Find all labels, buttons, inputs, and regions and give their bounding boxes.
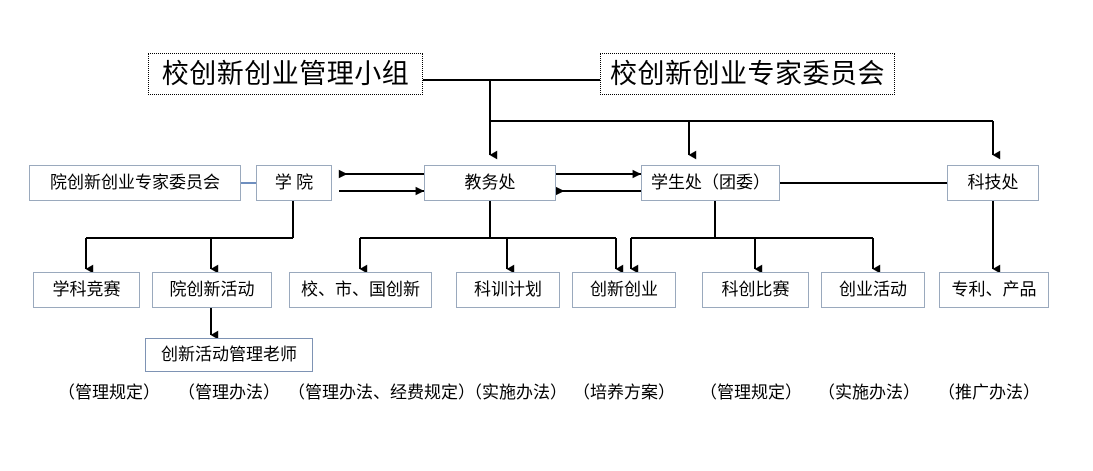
node-label: 学科竞赛 [52, 280, 121, 300]
node-college-innovation-activity[interactable]: 院创新活动 [152, 272, 272, 308]
node-sci-tech-innovation-contest[interactable]: 科创比赛 [702, 272, 809, 308]
node-label: 学生处（团委） [651, 173, 770, 193]
node-label: 专利、产品 [951, 280, 1037, 300]
node-label: 创业活动 [839, 280, 907, 300]
node-school-city-national-innovation[interactable]: 校、市、国创新 [289, 272, 432, 308]
node-academic-affairs-office[interactable]: 教务处 [424, 165, 556, 201]
node-label: 院创新创业专家委员会 [50, 173, 220, 193]
node-label: 教务处 [464, 173, 516, 193]
notes-row: （管理规定） （管理办法） （管理办法、经费规定） （实施办法） （培养方案） … [0, 378, 1093, 412]
note-management-regulations-1: （管理规定） [58, 383, 160, 402]
node-label: 学 院 [274, 173, 314, 193]
node-label: 院创新活动 [169, 280, 255, 300]
node-label: 科训计划 [474, 280, 542, 300]
node-student-affairs-office[interactable]: 学生处（团委） [641, 165, 780, 201]
node-label: 科创比赛 [721, 280, 790, 300]
node-innovation-entrepreneurship[interactable]: 创新创业 [572, 272, 676, 308]
node-college[interactable]: 学 院 [256, 165, 332, 201]
node-school-mgmt-group[interactable]: 校创新创业管理小组 [148, 53, 423, 95]
node-science-tech-office[interactable]: 科技处 [947, 165, 1039, 201]
note-implementation-measures-1: （实施办法） [465, 383, 567, 402]
note-implementation-measures-2: （实施办法） [818, 383, 920, 402]
node-label: 校创新创业专家委员会 [610, 58, 885, 89]
node-innovation-activity-teacher[interactable]: 创新活动管理老师 [145, 338, 313, 372]
node-label: 校、市、国创新 [301, 280, 420, 300]
node-label: 科技处 [967, 173, 1019, 193]
node-patents-products[interactable]: 专利、产品 [939, 272, 1049, 308]
note-management-measures-1: （管理办法） [178, 383, 280, 402]
node-discipline-competition[interactable]: 学科竞赛 [33, 272, 140, 308]
note-management-regulations-2: （管理规定） [700, 383, 802, 402]
node-label: 校创新创业管理小组 [161, 58, 410, 89]
node-entrepreneurship-activity[interactable]: 创业活动 [821, 272, 925, 308]
node-school-expert-committee[interactable]: 校创新创业专家委员会 [600, 53, 895, 95]
note-management-measures-funding: （管理办法、经费规定） [288, 383, 475, 402]
node-label: 创新创业 [590, 280, 658, 300]
node-research-training-plan[interactable]: 科训计划 [456, 272, 560, 308]
note-promotion-measures: （推广办法） [938, 383, 1040, 402]
note-training-program: （培养方案） [573, 383, 675, 402]
node-college-expert-committee[interactable]: 院创新创业专家委员会 [29, 165, 241, 201]
node-label: 创新活动管理老师 [161, 345, 297, 365]
